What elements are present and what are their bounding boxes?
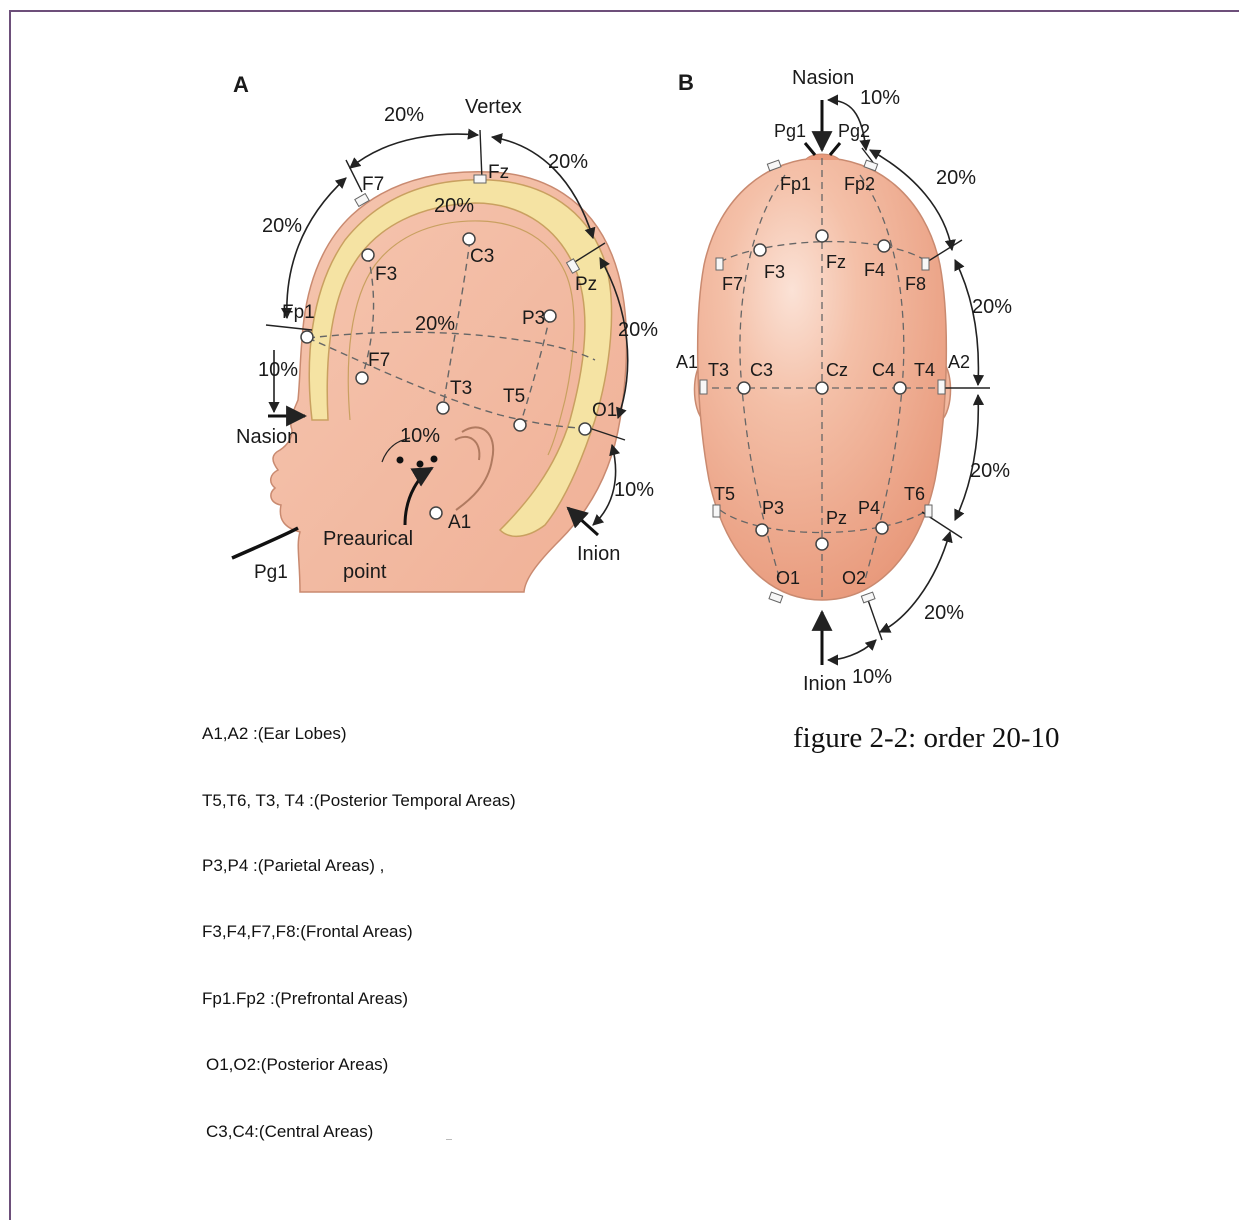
legend-item: O1,O2:(Posterior Areas) bbox=[206, 1055, 388, 1075]
nasion-label: Nasion bbox=[236, 426, 298, 448]
panel-a-label: A bbox=[233, 72, 249, 97]
electrode-label: C3 bbox=[750, 360, 773, 380]
electrode-label: F7 bbox=[722, 274, 743, 294]
electrode-label: F7 bbox=[368, 350, 390, 371]
electrode-label: Fz bbox=[826, 252, 846, 272]
legend-item: C3,C4:(Central Areas) bbox=[206, 1122, 373, 1142]
inion-label: Inion bbox=[803, 673, 846, 695]
panel-b: B bbox=[676, 67, 1012, 695]
electrode-label: F8 bbox=[905, 274, 926, 294]
electrode-label: P3 bbox=[762, 498, 784, 518]
pct-label: 10% bbox=[852, 666, 892, 688]
electrode-label: T6 bbox=[904, 484, 925, 504]
electrode-label: T3 bbox=[708, 360, 729, 380]
electrode-label: A2 bbox=[948, 352, 970, 372]
pct-label: 20% bbox=[384, 104, 424, 126]
figure-caption: figure 2-2: order 20-10 bbox=[793, 722, 1060, 755]
electrode-label: F4 bbox=[864, 260, 885, 280]
panel-b-label: B bbox=[678, 70, 694, 95]
electrode-label: Pg1 bbox=[774, 121, 806, 141]
pct-label: 20% bbox=[262, 215, 302, 237]
legend-item: F3,F4,F7,F8:(Frontal Areas) bbox=[202, 922, 413, 942]
vertex-label: Vertex bbox=[465, 96, 522, 118]
electrode-label: Pg2 bbox=[838, 121, 870, 141]
pct-label: 20% bbox=[415, 313, 455, 335]
pct-label: 20% bbox=[970, 460, 1010, 482]
pct-label: 20% bbox=[434, 195, 474, 217]
legend-item: A1,A2 :(Ear Lobes) bbox=[202, 724, 347, 744]
eeg-10-20-diagram: A bbox=[0, 0, 1239, 715]
electrode-label: Cz bbox=[826, 360, 848, 380]
legend-item: P3,P4 :(Parietal Areas) , bbox=[202, 856, 384, 876]
electrode-label: Pz bbox=[826, 508, 847, 528]
electrode-label: P3 bbox=[522, 308, 545, 329]
electrode-label: Fp2 bbox=[844, 174, 875, 194]
electrode-label: T5 bbox=[714, 484, 735, 504]
electrode-label: C4 bbox=[872, 360, 895, 380]
inion-label: Inion bbox=[577, 543, 620, 565]
nasion-label: Nasion bbox=[792, 67, 854, 89]
electrode-label: T4 bbox=[914, 360, 935, 380]
electrode-label: F7 bbox=[362, 174, 384, 195]
electrode-label: F3 bbox=[375, 264, 397, 285]
electrode-label: T3 bbox=[450, 378, 472, 399]
electrode-label: C3 bbox=[470, 246, 494, 267]
preauricular-label: Preaurical bbox=[323, 528, 413, 550]
electrode-label: Fz bbox=[488, 162, 509, 183]
preauricular-label: point bbox=[343, 561, 387, 583]
electrode-label: A1 bbox=[448, 512, 471, 533]
pct-label: 10% bbox=[400, 425, 440, 447]
pct-label: 10% bbox=[258, 359, 298, 381]
stray-mark bbox=[446, 1139, 452, 1140]
electrode-label: Pg1 bbox=[254, 562, 288, 583]
electrode-label: O2 bbox=[842, 568, 866, 588]
electrode-label: Fp1 bbox=[282, 302, 315, 323]
pct-label: 20% bbox=[972, 296, 1012, 318]
pct-label: 10% bbox=[614, 479, 654, 501]
pct-label: 10% bbox=[860, 87, 900, 109]
electrode-label: T5 bbox=[503, 386, 525, 407]
pct-label: 20% bbox=[924, 602, 964, 624]
electrode-label: O1 bbox=[776, 568, 800, 588]
pct-label: 20% bbox=[618, 319, 658, 341]
electrode-label: O1 bbox=[592, 400, 617, 421]
panel-a: A bbox=[232, 72, 658, 592]
legend-item: T5,T6, T3, T4 :(Posterior Temporal Areas… bbox=[202, 791, 516, 811]
electrode-label: Fp1 bbox=[780, 174, 811, 194]
electrode-label: A1 bbox=[676, 352, 698, 372]
pct-label: 20% bbox=[548, 151, 588, 173]
legend-item: Fp1.Fp2 :(Prefrontal Areas) bbox=[202, 989, 408, 1009]
electrode-label: F3 bbox=[764, 262, 785, 282]
electrode-label: Pz bbox=[575, 274, 597, 295]
electrode-label: P4 bbox=[858, 498, 880, 518]
pct-label: 20% bbox=[936, 167, 976, 189]
